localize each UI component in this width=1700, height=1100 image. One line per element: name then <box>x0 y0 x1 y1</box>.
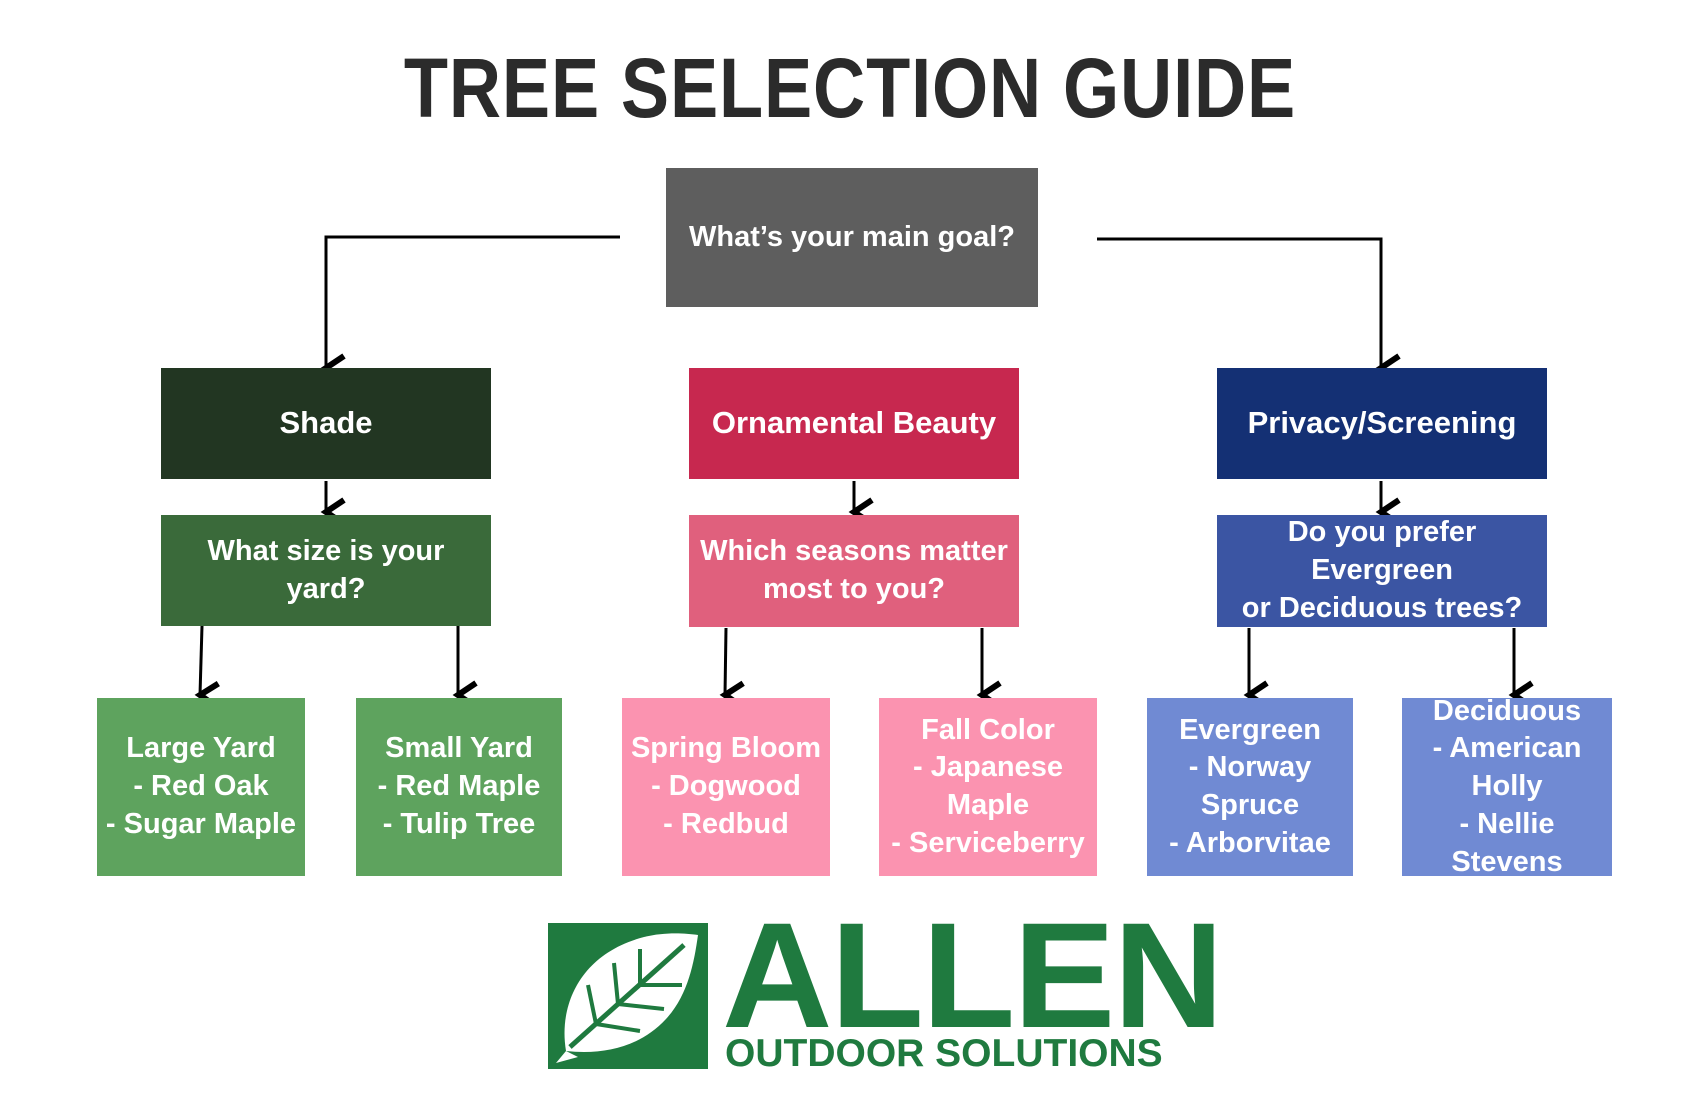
question-seasons-text: Which seasons matter most to you? <box>700 535 1008 605</box>
category-ornamental-beauty: Ornamental Beauty <box>689 368 1019 479</box>
question-leaf-type-text: Do you prefer Evergreen or Deciduous tre… <box>1241 516 1523 624</box>
option-large-yard-text: Large Yard - Red Oak - Sugar Maple <box>105 732 297 840</box>
leaf-logo-icon <box>548 923 708 1069</box>
option-fall-color: Fall Color - Japanese Maple - Serviceber… <box>879 698 1097 876</box>
option-fall-color-text: Fall Color - Japanese Maple - Serviceber… <box>891 713 1085 859</box>
root-question-text: What’s your main goal? <box>688 220 1015 253</box>
connector-large-yard <box>194 625 220 710</box>
category-shade: Shade <box>161 368 491 479</box>
option-spring-bloom-text: Spring Bloom - Dogwood - Redbud <box>630 732 822 840</box>
question-seasons: Which seasons matter most to you? <box>689 515 1019 627</box>
option-small-yard-text: Small Yard - Red Maple - Tulip Tree <box>377 732 541 840</box>
question-leaf-type: Do you prefer Evergreen or Deciduous tre… <box>1217 515 1547 627</box>
connector-spring-bloom <box>719 627 745 710</box>
category-ornamental-label: Ornamental Beauty <box>711 405 997 441</box>
option-deciduous-text: Deciduous - American Holly - Nellie Stev… <box>1432 694 1582 878</box>
option-evergreen: Evergreen - Norway Spruce - Arborvitae <box>1147 698 1353 876</box>
option-large-yard: Large Yard - Red Oak - Sugar Maple <box>97 698 305 876</box>
logo-name: ALLEN <box>722 891 1224 1059</box>
logo-subtitle: OUTDOOR SOLUTIONS <box>725 1032 1163 1075</box>
option-evergreen-text: Evergreen - Norway Spruce - Arborvitae <box>1169 713 1331 859</box>
question-yard-size: What size is your yard? <box>161 515 491 626</box>
option-small-yard: Small Yard - Red Maple - Tulip Tree <box>356 698 562 876</box>
connector-root-shade <box>320 235 620 383</box>
connector-root-privacy <box>1097 237 1401 383</box>
category-shade-label: Shade <box>279 405 373 441</box>
question-yard-size-text: What size is your yard? <box>207 534 445 605</box>
category-privacy-screening: Privacy/Screening <box>1217 368 1547 479</box>
root-question-box: What’s your main goal? <box>666 168 1038 307</box>
option-spring-bloom: Spring Bloom - Dogwood - Redbud <box>622 698 830 876</box>
page-title: TREE SELECTION GUIDE <box>403 41 1297 135</box>
option-deciduous: Deciduous - American Holly - Nellie Stev… <box>1402 695 1612 878</box>
category-privacy-label: Privacy/Screening <box>1247 405 1517 441</box>
